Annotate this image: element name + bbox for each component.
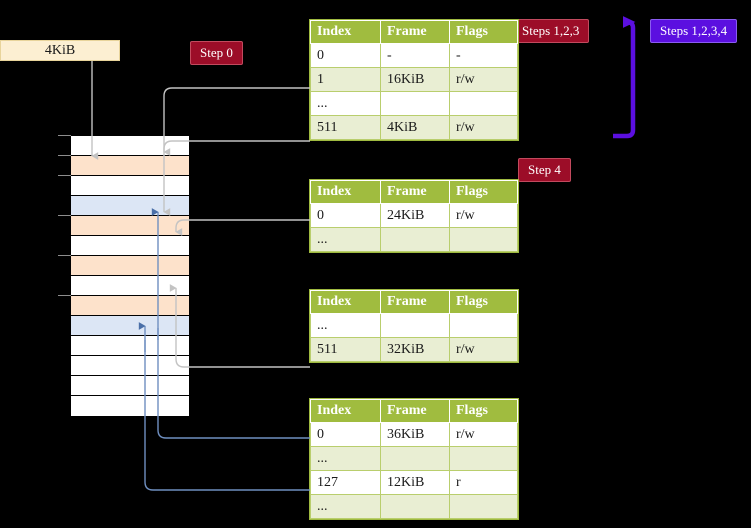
cell-flags: r/w [449, 422, 518, 447]
table-row: ... [310, 446, 518, 471]
table-row: 0-- [310, 43, 518, 68]
arrow-table2-0-to-memory [175, 219, 310, 236]
cell-flags: - [449, 43, 518, 68]
cell-frame [380, 91, 450, 116]
badge-steps-1234: Steps 1,2,3,4 [650, 19, 738, 43]
column-header-frame: Frame [380, 20, 450, 44]
cell-flags [449, 227, 518, 252]
column-header-index: Index [310, 180, 381, 204]
cell-frame: 32KiB [380, 337, 450, 362]
column-header-flags: Flags [449, 399, 518, 423]
memory-tick [58, 155, 71, 156]
cell-index: 511 [310, 115, 381, 140]
column-header-index: Index [310, 20, 381, 44]
memory-frame-row [71, 136, 189, 156]
memory-frame-row [71, 376, 189, 396]
cell-index: ... [310, 313, 381, 338]
cell-frame [380, 446, 450, 471]
badge-step-4: Step 4 [518, 158, 571, 182]
cell-frame [380, 494, 450, 519]
cell-flags [449, 313, 518, 338]
cell-frame: - [380, 43, 450, 68]
cell-frame [380, 227, 450, 252]
column-header-index: Index [310, 399, 381, 423]
cell-index: 127 [310, 470, 381, 495]
memory-tick [58, 255, 71, 256]
arrow-steps-bracket [613, 16, 636, 139]
memory-frame-row [71, 336, 189, 356]
memory-size-box: 4KiB [0, 40, 120, 61]
table-row: ... [310, 91, 518, 116]
cell-index: 1 [310, 67, 381, 92]
memory-frame-row [71, 276, 189, 296]
cell-flags [449, 91, 518, 116]
column-header-flags: Flags [449, 180, 518, 204]
cell-flags: r [449, 470, 518, 495]
memory-frame-row [71, 256, 189, 276]
cell-flags [449, 494, 518, 519]
memory-frame-row [71, 396, 189, 416]
badge-step-0: Step 0 [190, 41, 243, 65]
cell-frame [380, 313, 450, 338]
memory-frame-row [71, 156, 189, 176]
cell-frame: 36KiB [380, 422, 450, 447]
cell-index: 511 [310, 337, 381, 362]
memory-frame-row [71, 196, 189, 216]
badge-steps-123-label: Steps 1,2,3 [522, 23, 580, 38]
cell-index: ... [310, 446, 381, 471]
badge-step-4-label: Step 4 [528, 162, 561, 177]
cell-index: ... [310, 91, 381, 116]
memory-tick [58, 215, 71, 216]
memory-frame-row [71, 316, 189, 336]
cell-index: 0 [310, 422, 381, 447]
memory-frame-row [71, 176, 189, 196]
cell-flags: r/w [449, 115, 518, 140]
column-header-frame: Frame [380, 180, 450, 204]
cell-index: 0 [310, 43, 381, 68]
column-header-frame: Frame [380, 290, 450, 314]
cell-frame: 16KiB [380, 67, 450, 92]
column-header-flags: Flags [449, 20, 518, 44]
arrow-table3-511-to-memory [169, 284, 310, 368]
cell-flags [449, 446, 518, 471]
badge-step-0-label: Step 0 [200, 45, 233, 60]
cell-flags: r/w [449, 67, 518, 92]
table-row: ... [310, 313, 518, 338]
memory-tick [58, 175, 71, 176]
memory-frame-row [71, 296, 189, 316]
cell-flags: r/w [449, 203, 518, 228]
memory-tick [58, 135, 71, 136]
cell-frame: 24KiB [380, 203, 450, 228]
memory-frame-row [71, 216, 189, 236]
column-header-frame: Frame [380, 399, 450, 423]
column-header-index: Index [310, 290, 381, 314]
table-row: ... [310, 227, 518, 252]
cell-flags: r/w [449, 337, 518, 362]
column-header-flags: Flags [449, 290, 518, 314]
memory-frame-row [71, 356, 189, 376]
memory-size-label: 4KiB [44, 42, 76, 58]
badge-steps-123: Steps 1,2,3 [512, 19, 590, 43]
cell-index: ... [310, 227, 381, 252]
memory-tick [58, 295, 71, 296]
physical-memory-column [70, 135, 190, 417]
cell-index: 0 [310, 203, 381, 228]
cell-frame: 4KiB [380, 115, 450, 140]
cell-index: ... [310, 494, 381, 519]
badge-steps-1234-label: Steps 1,2,3,4 [660, 23, 728, 38]
memory-frame-row [71, 236, 189, 256]
table-row: ... [310, 494, 518, 519]
cell-frame: 12KiB [380, 470, 450, 495]
